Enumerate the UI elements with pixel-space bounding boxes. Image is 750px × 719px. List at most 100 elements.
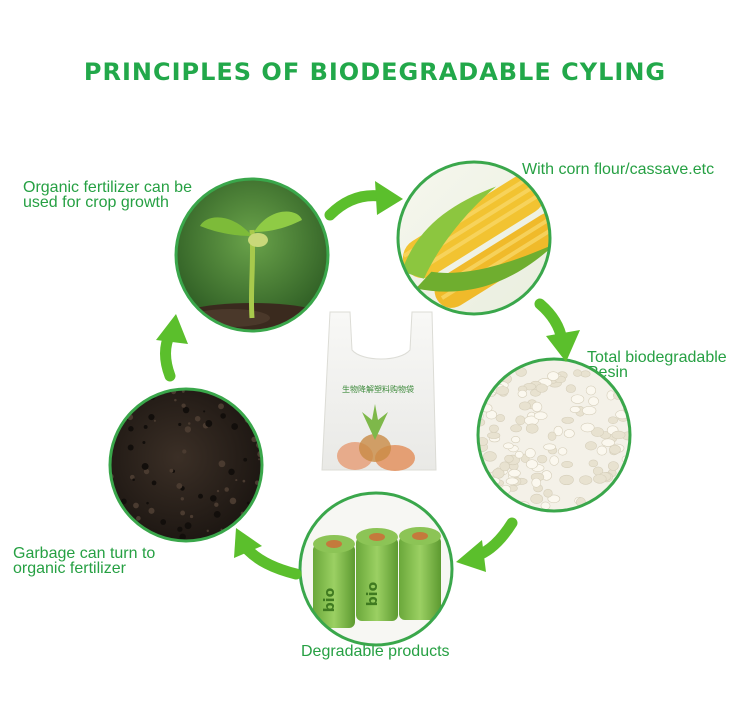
resin-pellet <box>559 474 574 486</box>
soil-speck <box>229 497 237 505</box>
roll-left <box>313 535 355 628</box>
soil-speck <box>182 406 190 414</box>
soil-speck <box>153 419 156 422</box>
resin-pellet <box>565 384 576 393</box>
soil-speck <box>179 533 186 541</box>
arrow-corn-to-resin-icon <box>534 298 580 362</box>
resin-pellet <box>547 371 560 381</box>
soil-speck <box>148 507 155 514</box>
soil-speck <box>194 415 201 422</box>
resin-pellet <box>495 503 505 511</box>
soil-speck <box>174 398 177 402</box>
soil-speck <box>184 426 192 433</box>
soil-speck <box>258 458 261 461</box>
resin-pellet <box>540 501 551 510</box>
label-corn-text: With corn flour/cassave.etc <box>522 161 715 178</box>
soil-speck <box>143 468 150 475</box>
resin-pellet <box>580 422 595 433</box>
resin-pellet <box>557 447 568 456</box>
soil-speck <box>178 422 182 427</box>
label-sprout: Organic fertilizer can be used for crop … <box>23 180 192 211</box>
resin-pellet <box>530 493 544 504</box>
soil-speck <box>254 403 259 408</box>
soil-speck <box>256 415 260 418</box>
resin-pellet <box>547 494 561 504</box>
resin-pellet <box>611 430 626 440</box>
resin-pellet <box>547 431 557 441</box>
soil-speck <box>227 389 234 396</box>
roll-right <box>399 527 441 620</box>
soil-speck <box>220 413 226 419</box>
resin-pellet <box>487 432 501 439</box>
soil-speck <box>120 498 127 505</box>
soil-speck <box>136 516 141 521</box>
resin-pellet <box>561 416 574 424</box>
resin-pellet <box>531 401 543 413</box>
soil-speck <box>182 449 187 454</box>
resin-pellet <box>504 454 514 463</box>
soil-speck <box>176 482 183 489</box>
resin-pellet <box>569 406 581 413</box>
soil-speck <box>151 480 157 486</box>
resin-pellet <box>582 405 597 416</box>
soil-speck <box>133 502 139 509</box>
soil-speck <box>146 501 149 505</box>
soil-speck <box>231 423 239 430</box>
soil-speck <box>160 519 167 525</box>
stage-resin <box>476 357 632 513</box>
resin-pellet <box>543 443 556 451</box>
resin-pellet <box>607 416 619 425</box>
soil-speck <box>218 460 226 468</box>
resin-pellet <box>585 441 597 451</box>
arrow-garbage-to-sprout-icon <box>156 314 188 382</box>
soil-speck <box>142 441 146 445</box>
resin-pellet <box>579 475 593 485</box>
soil-speck <box>180 497 184 501</box>
resin-pellet <box>483 451 497 462</box>
page-title: PRINCIPLES OF BIODEGRADABLE CYLING <box>83 58 667 86</box>
label-garbage-line-1: Garbage can turn to <box>13 545 156 562</box>
soil-speck <box>137 532 141 537</box>
resin-pellet <box>488 424 499 433</box>
soil-speck <box>206 529 210 533</box>
resin-pellet <box>485 377 496 386</box>
stage-products: bio bio <box>298 491 454 647</box>
soil-speck <box>143 425 148 429</box>
label-garbage: Garbage can turn to organic fertilizer <box>13 545 156 577</box>
resin-pellet <box>588 459 599 468</box>
soil-speck <box>205 420 213 427</box>
arrow-products-to-garbage-icon <box>234 528 302 580</box>
label-garbage-line-2: organic fertilizer <box>13 560 126 577</box>
resin-pellet <box>505 477 519 485</box>
resin-pellet <box>593 506 603 511</box>
stage-garbage <box>108 387 264 543</box>
soil-speck <box>148 413 155 421</box>
resin-pellet <box>478 385 486 395</box>
resin-pellet <box>519 401 531 411</box>
soil-speck <box>238 393 241 396</box>
soil-speck <box>141 462 149 470</box>
soil-speck <box>242 394 248 400</box>
resin-pellet <box>486 374 498 384</box>
resin-pellet <box>573 369 582 377</box>
resin-pellet <box>588 396 599 406</box>
resin-pellet <box>525 459 538 469</box>
soil-speck <box>218 403 224 410</box>
label-corn: With corn flour/cassave.etc <box>522 161 715 178</box>
soil-speck <box>242 479 246 483</box>
resin-pellet <box>617 480 630 488</box>
resin-pellet <box>535 383 548 393</box>
label-resin-line-1: Total biodegradable <box>587 349 727 366</box>
resin-pellet <box>561 461 573 469</box>
soil-speck <box>169 468 174 473</box>
resin-pellet <box>524 448 536 459</box>
soil-speck <box>214 502 219 507</box>
arrow-resin-to-products-icon <box>456 517 518 572</box>
soil-speck <box>243 457 248 462</box>
soil-speck <box>210 495 217 502</box>
soil-speck <box>177 526 183 532</box>
resin-pellet <box>622 368 630 378</box>
resin-pellet <box>616 480 628 488</box>
stage-sprout <box>174 177 330 333</box>
